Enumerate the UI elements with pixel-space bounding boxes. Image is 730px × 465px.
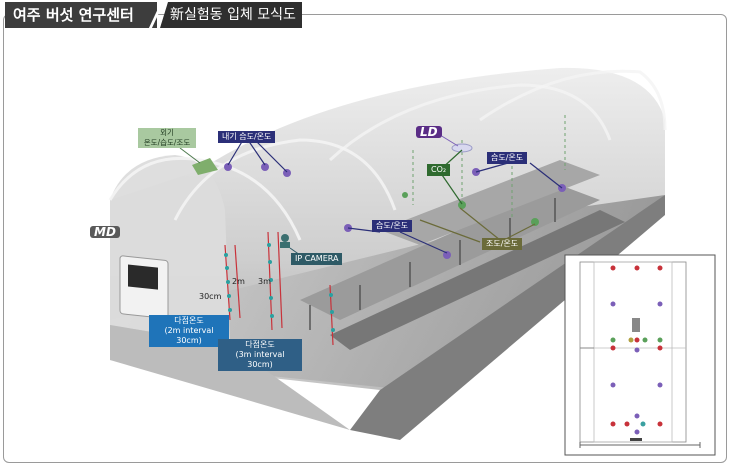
multi-temp-2m-label: 다점온도 (2m interval 30cm)	[149, 315, 229, 347]
co2-label: CO₂	[427, 164, 451, 176]
outside-sensor-label: 외기 온도/습도/조도	[138, 128, 196, 148]
ip-camera-icon	[280, 234, 290, 248]
ld-label: LD	[416, 126, 442, 138]
multi-temp-dots	[224, 243, 335, 332]
callout-lines	[227, 139, 563, 254]
humidity-temp-center-label: 습도/온도	[372, 220, 413, 232]
arch-rib-3	[328, 83, 612, 162]
inside-humidity-temp-label: 내기 습도/온도	[218, 131, 276, 143]
floor-plan-inset	[564, 254, 716, 456]
green-sensors	[402, 192, 539, 226]
arch-rib-4	[479, 69, 667, 131]
ld-light-icon	[451, 143, 473, 153]
tunnel-front-bottom	[110, 325, 350, 430]
dim-3m-label: 3m	[258, 277, 271, 286]
md-screen	[128, 264, 158, 290]
outside-sensor-icon	[192, 158, 218, 175]
md-label: MD	[90, 226, 120, 238]
hanging-sensor-strings	[412, 115, 566, 220]
dim-30cm-label: 30cm	[199, 292, 222, 301]
outside-callout	[179, 147, 201, 164]
light-temp-label: 조도/온도	[482, 238, 523, 250]
multi-temp-3m-label: 다점온도 (3m interval 30cm)	[218, 339, 302, 371]
ld-callout	[439, 134, 459, 147]
ip-camera-label: IP CAMERA	[291, 253, 343, 265]
shelf-right	[330, 210, 625, 350]
header-title: 여주 버섯 연구센터	[5, 2, 157, 28]
shelf-legs	[309, 198, 556, 330]
shelf-center	[380, 160, 600, 245]
dim-2m-label: 2m	[232, 277, 245, 286]
humidity-temp-right-label: 습도/온도	[487, 152, 528, 164]
arch-rib-2	[173, 138, 397, 221]
header-subtitle: 新실험동 입체 모식도	[160, 2, 302, 28]
arch-rib-1	[108, 156, 302, 241]
